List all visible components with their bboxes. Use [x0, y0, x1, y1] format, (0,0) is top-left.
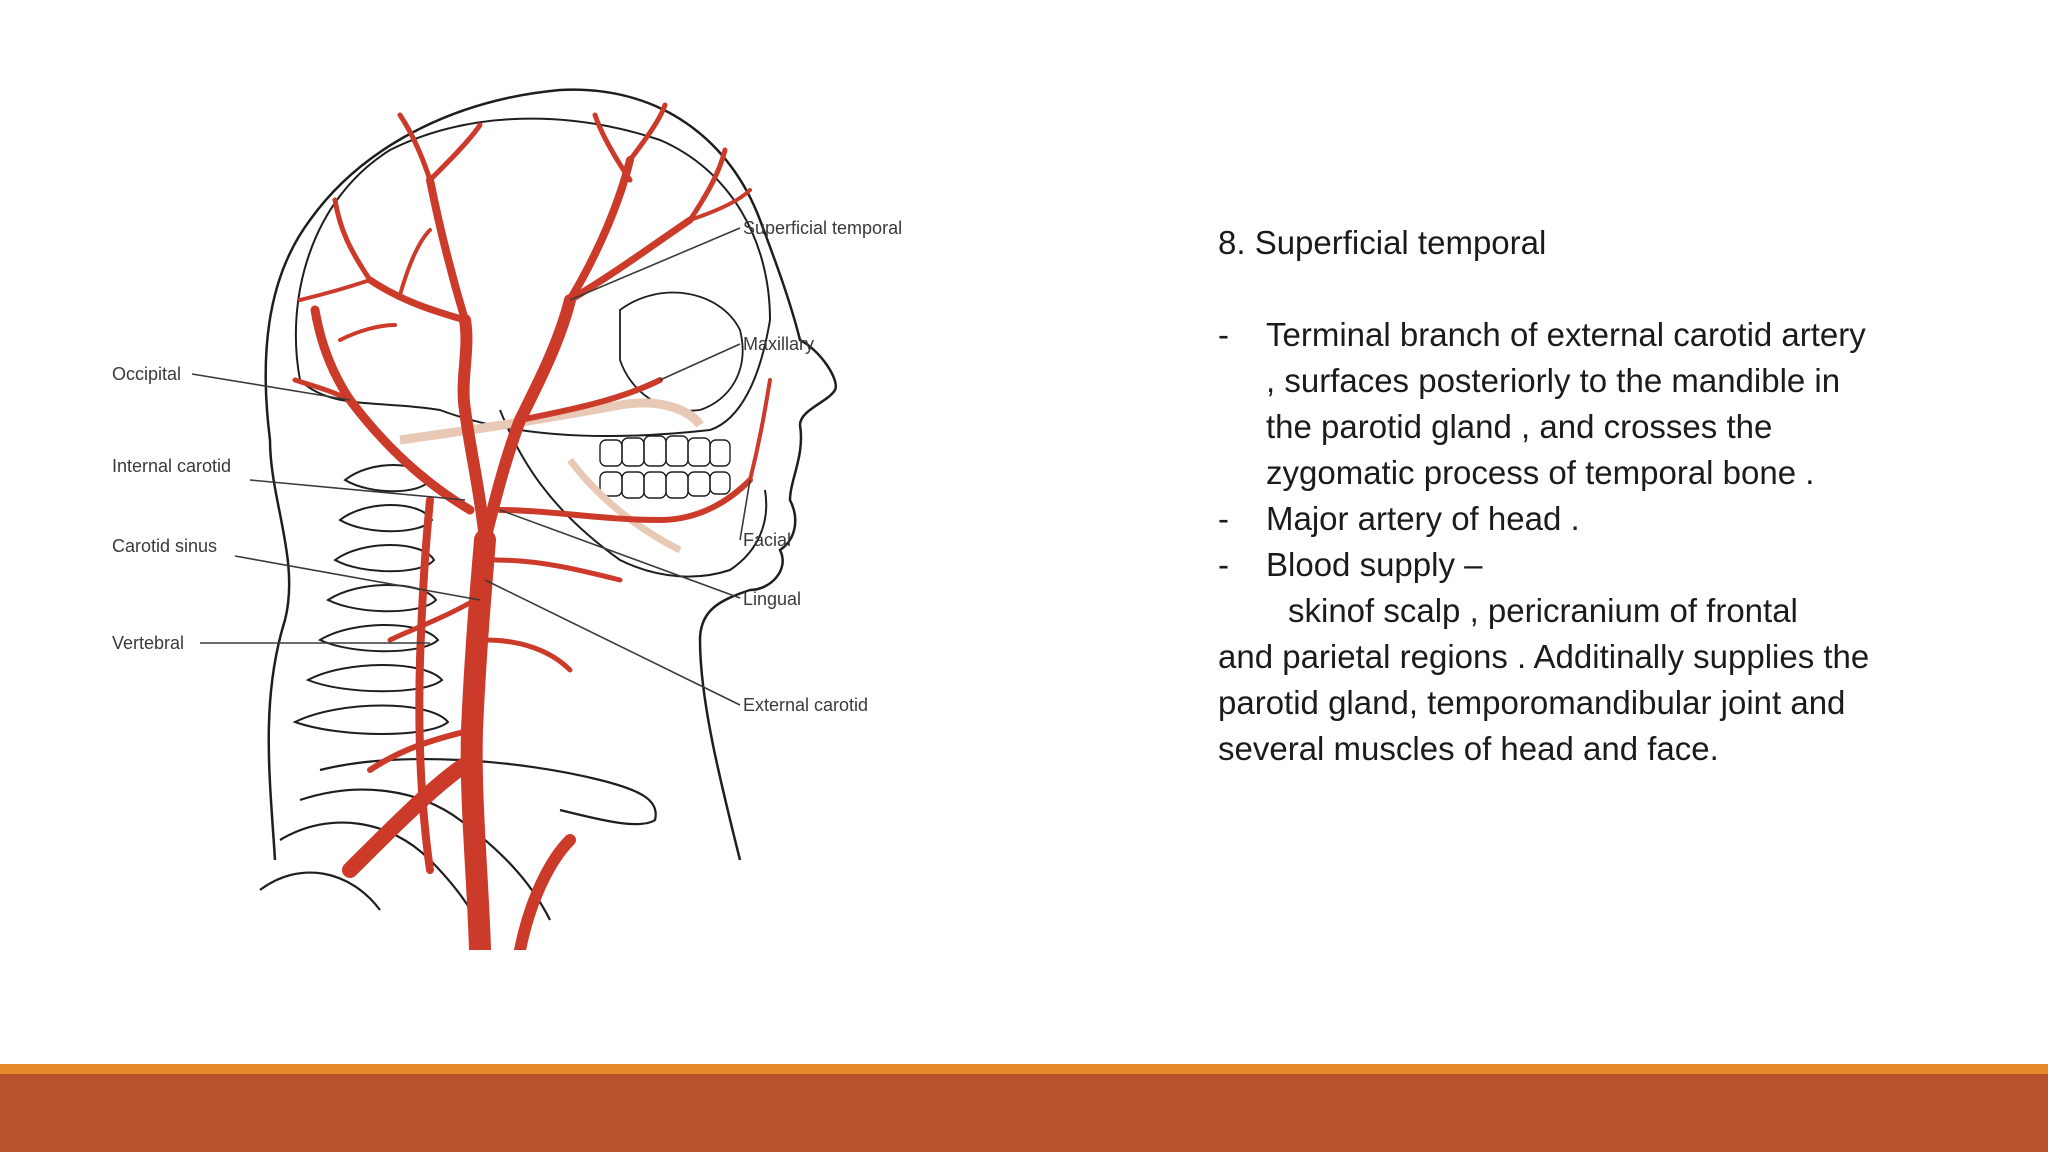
blood-supply-rest: and parietal regions . Additinally suppl… — [1218, 638, 1870, 767]
leader-lines — [191, 227, 751, 706]
zygomatic-arch — [399, 398, 704, 445]
parotid-tint — [567, 457, 682, 554]
skull-outline — [294, 117, 772, 437]
bullet-major-artery: - Major artery of head . — [1218, 496, 1878, 542]
bullet-marker: - — [1218, 546, 1229, 583]
bullet-text: Terminal branch of external carotid arte… — [1266, 316, 1866, 491]
arteries-illustration — [191, 88, 838, 950]
blood-supply-line-1: skinof scalp , pericranium of frontal — [1288, 592, 1798, 629]
label-vertebral: Vertebral — [112, 633, 185, 653]
orbit — [619, 291, 744, 412]
label-superficial-temporal: Superficial temporal — [743, 218, 903, 238]
head-neck-arteries-figure: Superficial temporal Maxillary Occipital… — [100, 80, 940, 950]
label-occipital: Occipital — [112, 364, 182, 384]
label-facial: Facial — [743, 530, 792, 550]
bullet-text: Blood supply – — [1266, 546, 1483, 583]
bullet-marker: - — [1218, 316, 1229, 353]
arteries — [292, 102, 772, 950]
head-outline — [264, 88, 838, 861]
bullet-terminal-branch: - Terminal branch of external carotid ar… — [1218, 312, 1878, 496]
slide-heading: 8. Superficial temporal — [1218, 224, 1547, 261]
label-maxillary: Maxillary — [743, 334, 815, 354]
bullet-blood-supply: - Blood supply – — [1218, 542, 1878, 588]
label-external-carotid: External carotid — [743, 695, 869, 715]
footer-stripe — [0, 1064, 2048, 1074]
teeth — [599, 435, 731, 499]
cervical-vertebrae — [292, 464, 450, 735]
footer-bar — [0, 1074, 2048, 1152]
label-internal-carotid: Internal carotid — [112, 456, 232, 476]
label-lingual: Lingual — [743, 589, 802, 609]
label-carotid-sinus: Carotid sinus — [112, 536, 218, 556]
clavicle-ribs — [259, 758, 657, 950]
bullet-text: Major artery of head . — [1266, 500, 1580, 537]
bullet-marker: - — [1218, 500, 1229, 537]
mandible — [499, 409, 768, 578]
slide-text: 8. Superficial temporal - Terminal branc… — [1218, 220, 1878, 772]
